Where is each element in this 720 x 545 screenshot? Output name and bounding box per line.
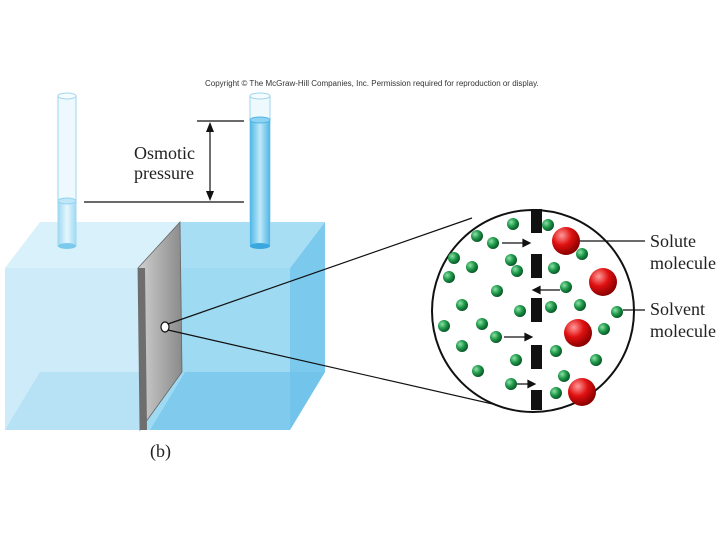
solvent-molecule: [507, 218, 519, 230]
solvent-label-line2: molecule: [650, 321, 716, 341]
solvent-molecule: [611, 306, 623, 318]
left-tube-meniscus: [57, 197, 77, 205]
tank-floor-right: [150, 372, 325, 430]
solvent-molecule: [476, 318, 488, 330]
solvent-molecule: [590, 354, 602, 366]
membrane: [137, 220, 183, 432]
figure-caption: (b): [150, 441, 171, 461]
solvent-molecule: [472, 365, 484, 377]
solute-molecule: [568, 378, 596, 406]
solvent-molecule: [443, 271, 455, 283]
membrane-edge: [138, 268, 147, 430]
right-tube-liquid: [250, 120, 270, 246]
solvent-molecule: [598, 323, 610, 335]
right-tube-bottom: [250, 243, 270, 249]
copyright-notice: Copyright © The McGraw-Hill Companies, I…: [205, 79, 539, 88]
solvent-molecule: [466, 261, 478, 273]
solute-label-line2: molecule: [650, 253, 716, 273]
solvent-molecule: [491, 285, 503, 297]
solvent-molecule: [505, 378, 517, 390]
left-tube-liquid: [58, 201, 76, 246]
flow-arrows: [502, 238, 560, 389]
solvent-molecule: [510, 354, 522, 366]
solute-molecule: [552, 227, 580, 255]
solvent-molecule: [560, 281, 572, 293]
solvent-molecule: [558, 370, 570, 382]
right-tube-top: [249, 92, 271, 100]
solvent-molecule: [438, 320, 450, 332]
left-tube-top: [57, 92, 77, 100]
solvent-molecules: [438, 218, 623, 399]
solvent-molecule: [542, 219, 554, 231]
solvent-molecule: [550, 387, 562, 399]
solvent-molecule: [487, 237, 499, 249]
pore: [531, 345, 542, 369]
solvent-molecule: [456, 340, 468, 352]
arrow-head: [524, 332, 534, 342]
tank-top-right: [145, 222, 325, 268]
solvent-molecule: [448, 252, 460, 264]
pore: [531, 209, 542, 233]
osmotic-pressure-label-line1: Osmotic: [134, 143, 195, 163]
solute-molecules: [552, 227, 617, 406]
solute-molecule: [589, 268, 617, 296]
tank-top-left: [5, 222, 180, 268]
zoom-line-top: [167, 217, 473, 325]
pore: [531, 298, 542, 322]
solvent-molecule: [545, 301, 557, 313]
right-tube-meniscus: [249, 116, 271, 124]
solvent-molecule: [550, 345, 562, 357]
solvent-molecule: [471, 230, 483, 242]
solvent-molecule: [456, 299, 468, 311]
membrane-pores: [531, 209, 542, 410]
pressure-arrow-head-up: [206, 122, 214, 132]
solvent-molecule: [490, 331, 502, 343]
tank-floor-left: [5, 372, 145, 430]
left-tube-bottom: [58, 243, 76, 249]
solvent-molecule: [548, 262, 560, 274]
solvent-molecule: [514, 305, 526, 317]
solvent-label-line1: Solvent: [650, 299, 706, 319]
solvent-molecule: [576, 248, 588, 260]
solvent-molecule: [574, 299, 586, 311]
arrow-head: [531, 285, 541, 295]
solute-molecule: [564, 319, 592, 347]
zoom-line-bottom: [167, 329, 511, 409]
pressure-arrow-head-down: [206, 191, 214, 201]
solvent-molecule: [511, 265, 523, 277]
zoom-origin-marker: [160, 321, 170, 333]
pore: [531, 254, 542, 278]
osmotic-pressure-label-line2: pressure: [134, 163, 194, 183]
arrow-head: [527, 379, 537, 389]
solvent-molecule: [505, 254, 517, 266]
arrow-head: [522, 238, 532, 248]
pore: [531, 390, 542, 410]
solute-label-line1: Solute: [650, 231, 697, 251]
